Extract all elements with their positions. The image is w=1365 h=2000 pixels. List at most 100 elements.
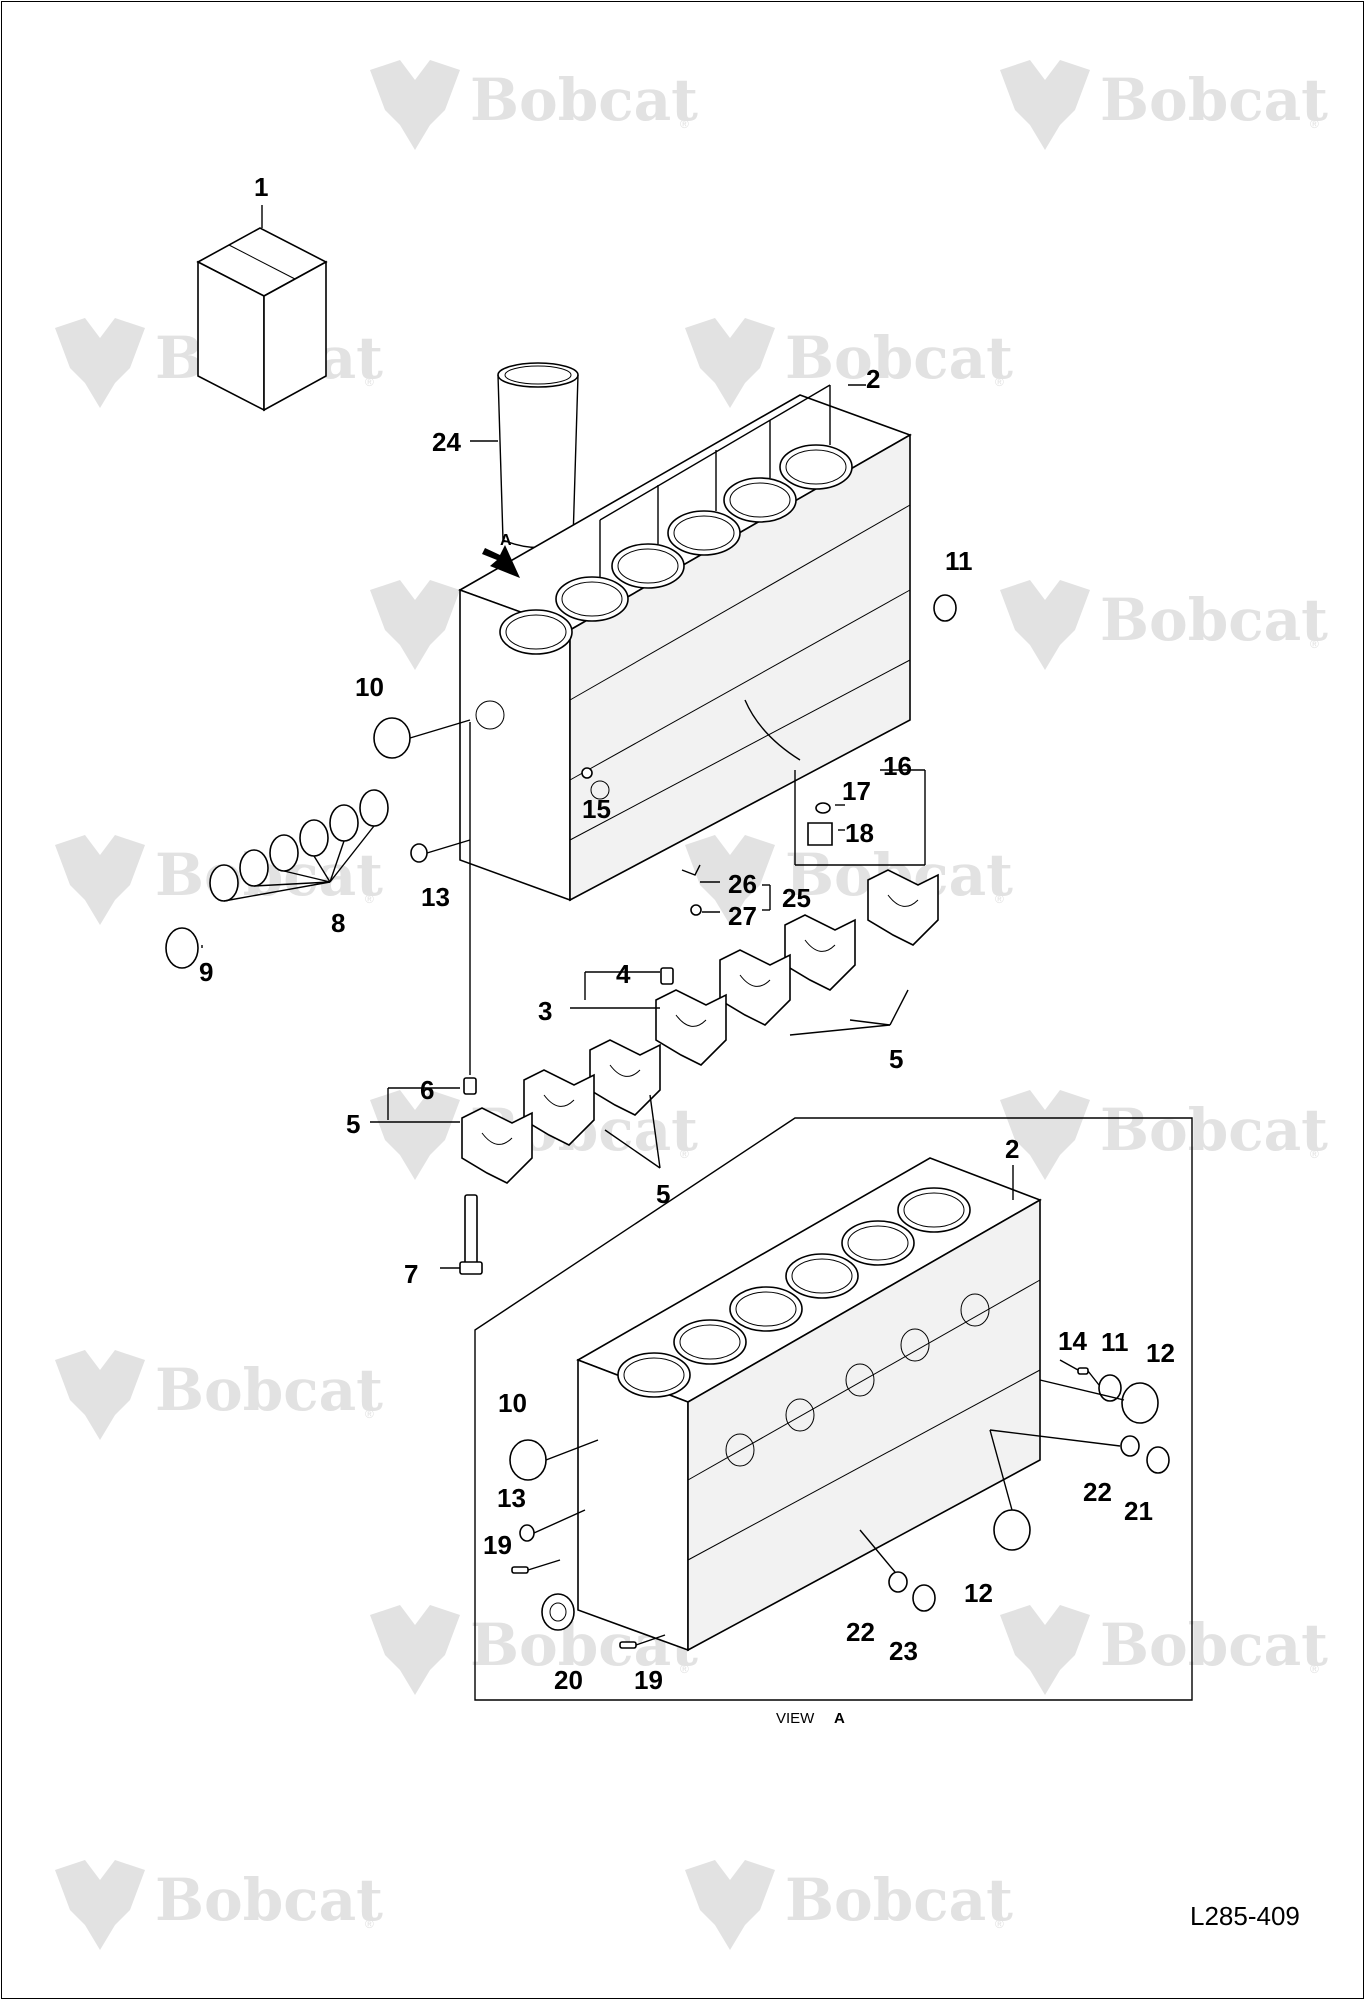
callout-16: 16 xyxy=(883,751,912,781)
svg-text:Bobcat: Bobcat xyxy=(1100,66,1328,134)
svg-text:®: ® xyxy=(365,1917,374,1931)
bearing-cap xyxy=(589,1039,661,1116)
pin-19-view-a-bottom xyxy=(619,1641,637,1649)
callout-2-upper: 2 xyxy=(866,364,880,394)
callout-labels: 1 2 24 11 10 16 15 17 18 13 26 25 2 7 8 9… xyxy=(199,172,1175,1695)
bearing-cap xyxy=(655,989,727,1066)
plug-11-upper xyxy=(933,594,957,622)
washer-22-bottom xyxy=(888,1571,908,1593)
svg-text:Bobcat: Bobcat xyxy=(1100,1096,1328,1164)
view-a-caption: VIEW A xyxy=(776,1710,845,1727)
svg-text:®: ® xyxy=(680,1147,689,1161)
main-bolt-7 xyxy=(440,1194,483,1275)
svg-text:®: ® xyxy=(995,1917,1004,1931)
callout-15: 15 xyxy=(582,794,611,824)
plug-12-view-a-bottom xyxy=(993,1509,1031,1551)
bearing-cap xyxy=(867,869,939,946)
callout-10-upper: 10 xyxy=(355,672,384,702)
svg-text:Bobcat: Bobcat xyxy=(155,841,383,909)
plug-11-view-a xyxy=(1098,1374,1122,1402)
callout-24: 24 xyxy=(432,427,461,457)
plug-13-upper xyxy=(410,843,428,863)
view-a-arrow: A xyxy=(482,532,520,578)
dowel-4 xyxy=(660,967,674,985)
watermark: Bobcat ® xyxy=(55,835,383,925)
svg-text:Bobcat: Bobcat xyxy=(470,66,698,134)
callout-26: 26 xyxy=(728,869,757,899)
pin-19-view-a-left xyxy=(511,1566,529,1574)
pin-14 xyxy=(1077,1367,1089,1375)
kit-box-part xyxy=(196,205,328,412)
seal-20 xyxy=(541,1593,575,1631)
svg-text:Bobcat: Bobcat xyxy=(785,1866,1013,1934)
plug-23 xyxy=(912,1584,936,1612)
callout-22-bottom: 22 xyxy=(846,1617,875,1647)
upper-block-plugs xyxy=(373,594,957,863)
svg-text:®: ® xyxy=(680,1662,689,1676)
callout-21: 21 xyxy=(1124,1496,1153,1526)
svg-text:Bobcat: Bobcat xyxy=(155,1866,383,1934)
callout-23: 23 xyxy=(889,1636,918,1666)
callout-5-right: 5 xyxy=(889,1044,903,1074)
svg-text:®: ® xyxy=(995,892,1004,906)
washer-17 xyxy=(815,802,831,814)
bearing-cap xyxy=(784,914,856,991)
washer-22-right xyxy=(1120,1435,1140,1457)
callout-12-view-a-right: 12 xyxy=(1146,1338,1175,1368)
watermark: Bobcat ® xyxy=(685,1860,1013,1950)
callout-8: 8 xyxy=(331,908,345,938)
svg-text:®: ® xyxy=(680,117,689,131)
callout-18: 18 xyxy=(845,818,874,848)
callout-13-view-a: 13 xyxy=(497,1483,526,1513)
svg-text:®: ® xyxy=(365,1407,374,1421)
callout-11-upper: 11 xyxy=(945,546,973,576)
oil-jet-parts xyxy=(744,699,926,866)
callout-22-right: 22 xyxy=(1083,1477,1112,1507)
svg-text:®: ® xyxy=(1310,1662,1319,1676)
watermark: Bobcat ® xyxy=(685,318,1013,408)
watermark: Bobcat ® xyxy=(55,1860,383,1950)
callout-11-view-a: 11 xyxy=(1101,1327,1129,1357)
callout-14: 14 xyxy=(1058,1326,1087,1356)
callout-6: 6 xyxy=(420,1075,434,1105)
watermark: Bobcat ® xyxy=(1000,1090,1328,1180)
view-a-panel xyxy=(474,1117,1193,1701)
camshaft-bearings-part xyxy=(165,789,389,969)
callout-12-view-a-bottom: 12 xyxy=(964,1578,993,1608)
svg-text:®: ® xyxy=(1310,1147,1319,1161)
svg-text:®: ® xyxy=(995,375,1004,389)
watermark: Bobcat ® xyxy=(1000,580,1328,670)
bearing-cap xyxy=(719,949,791,1026)
callout-4: 4 xyxy=(616,959,631,989)
main-bearing-caps xyxy=(370,722,939,1275)
watermark: Bobcat ® xyxy=(1000,60,1328,150)
callout-1: 1 xyxy=(254,172,268,202)
watermark: Bobcat ® xyxy=(55,1350,383,1440)
callout-9: 9 xyxy=(199,957,213,987)
dowel-6 xyxy=(463,1077,477,1095)
watermark: Bobcat ® xyxy=(1000,1605,1328,1695)
svg-text:VIEW: VIEW xyxy=(776,1710,815,1727)
svg-text:A: A xyxy=(500,532,512,549)
svg-text:®: ® xyxy=(365,375,374,389)
bearing-cap xyxy=(461,1107,533,1184)
callout-10-view-a: 10 xyxy=(498,1388,527,1418)
svg-text:Bobcat: Bobcat xyxy=(1100,586,1328,654)
callout-20: 20 xyxy=(554,1665,583,1695)
svg-text:®: ® xyxy=(365,892,374,906)
bolt-18 xyxy=(807,822,833,846)
callout-17: 17 xyxy=(842,776,871,806)
svg-text:®: ® xyxy=(1310,117,1319,131)
callout-5-mid: 5 xyxy=(656,1179,670,1209)
callout-2-view-a: 2 xyxy=(1005,1134,1019,1164)
watermark: Bobcat ® xyxy=(370,60,698,150)
callout-3: 3 xyxy=(538,996,552,1026)
plug-12-view-a-right xyxy=(1121,1382,1159,1424)
oil-nozzle-parts xyxy=(681,864,771,916)
callout-25: 25 xyxy=(782,883,811,913)
plug-21 xyxy=(1146,1446,1170,1474)
callout-13-upper: 13 xyxy=(421,882,450,912)
callout-7: 7 xyxy=(404,1259,418,1289)
